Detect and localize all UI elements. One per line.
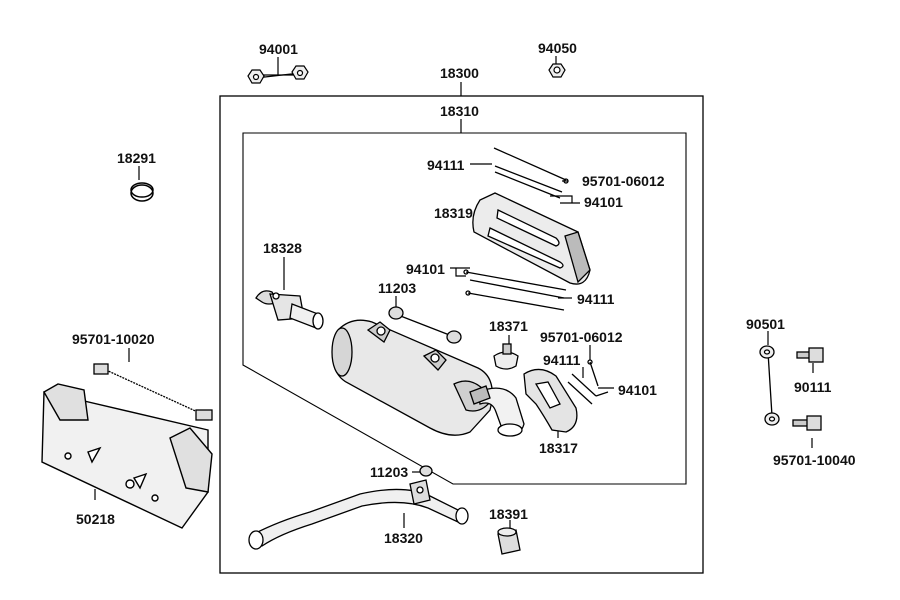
label-94001: 94001 bbox=[259, 41, 298, 57]
label-18319: 18319 bbox=[434, 205, 473, 221]
label-18371: 18371 bbox=[489, 318, 528, 334]
nut-94050 bbox=[548, 63, 566, 78]
washers-90501 bbox=[759, 345, 780, 426]
lower-pipe-18320 bbox=[248, 479, 469, 550]
collar-rod-11203 bbox=[388, 306, 462, 344]
label-11203-b: 11203 bbox=[370, 464, 409, 480]
pipe-joint-18328 bbox=[255, 290, 324, 330]
springs-middle bbox=[463, 269, 567, 311]
ring-18291 bbox=[130, 182, 154, 202]
nut-pair-94001 bbox=[247, 65, 309, 84]
label-95701-06012-a: 95701-06012 bbox=[582, 173, 665, 189]
springs-lower bbox=[567, 359, 599, 405]
tail-pipe bbox=[469, 385, 525, 437]
label-95701-10040: 95701-10040 bbox=[773, 452, 856, 468]
label-95701-10020: 95701-10020 bbox=[72, 331, 155, 347]
clamp-18371 bbox=[493, 343, 519, 370]
label-18391: 18391 bbox=[489, 506, 528, 522]
label-50218: 50218 bbox=[76, 511, 115, 527]
bolt-95701-10040 bbox=[792, 415, 822, 431]
label-90111: 90111 bbox=[794, 379, 832, 395]
label-94111-b: 94111 bbox=[577, 291, 615, 307]
label-18310: 18310 bbox=[440, 103, 479, 119]
label-18328: 18328 bbox=[263, 240, 302, 256]
bracket-50218 bbox=[41, 383, 213, 529]
label-94101-a: 94101 bbox=[584, 194, 623, 210]
heat-shield-18319 bbox=[472, 192, 591, 285]
label-94101-b: 94101 bbox=[406, 261, 445, 277]
label-94111-c: 94111 bbox=[543, 352, 581, 368]
label-90501: 90501 bbox=[746, 316, 785, 332]
label-18291: 18291 bbox=[117, 150, 156, 166]
label-18317: 18317 bbox=[539, 440, 578, 456]
label-94101-c: 94101 bbox=[618, 382, 657, 398]
label-18320: 18320 bbox=[384, 530, 423, 546]
sleeve-18391 bbox=[497, 527, 521, 555]
bolt-90111 bbox=[796, 347, 824, 363]
collar-11203-lower bbox=[419, 465, 433, 477]
assembly-frame-18310 bbox=[242, 132, 687, 485]
label-18300: 18300 bbox=[440, 65, 479, 81]
label-11203-a: 11203 bbox=[378, 280, 417, 296]
bolt-95701-10020 bbox=[93, 363, 213, 421]
label-95701-06012-b: 95701-06012 bbox=[540, 329, 623, 345]
label-94050: 94050 bbox=[538, 40, 577, 56]
springs-upper bbox=[493, 147, 569, 199]
end-shield-18317 bbox=[523, 368, 578, 433]
label-94111-a: 94111 bbox=[427, 157, 465, 173]
muffler-body bbox=[331, 319, 493, 436]
